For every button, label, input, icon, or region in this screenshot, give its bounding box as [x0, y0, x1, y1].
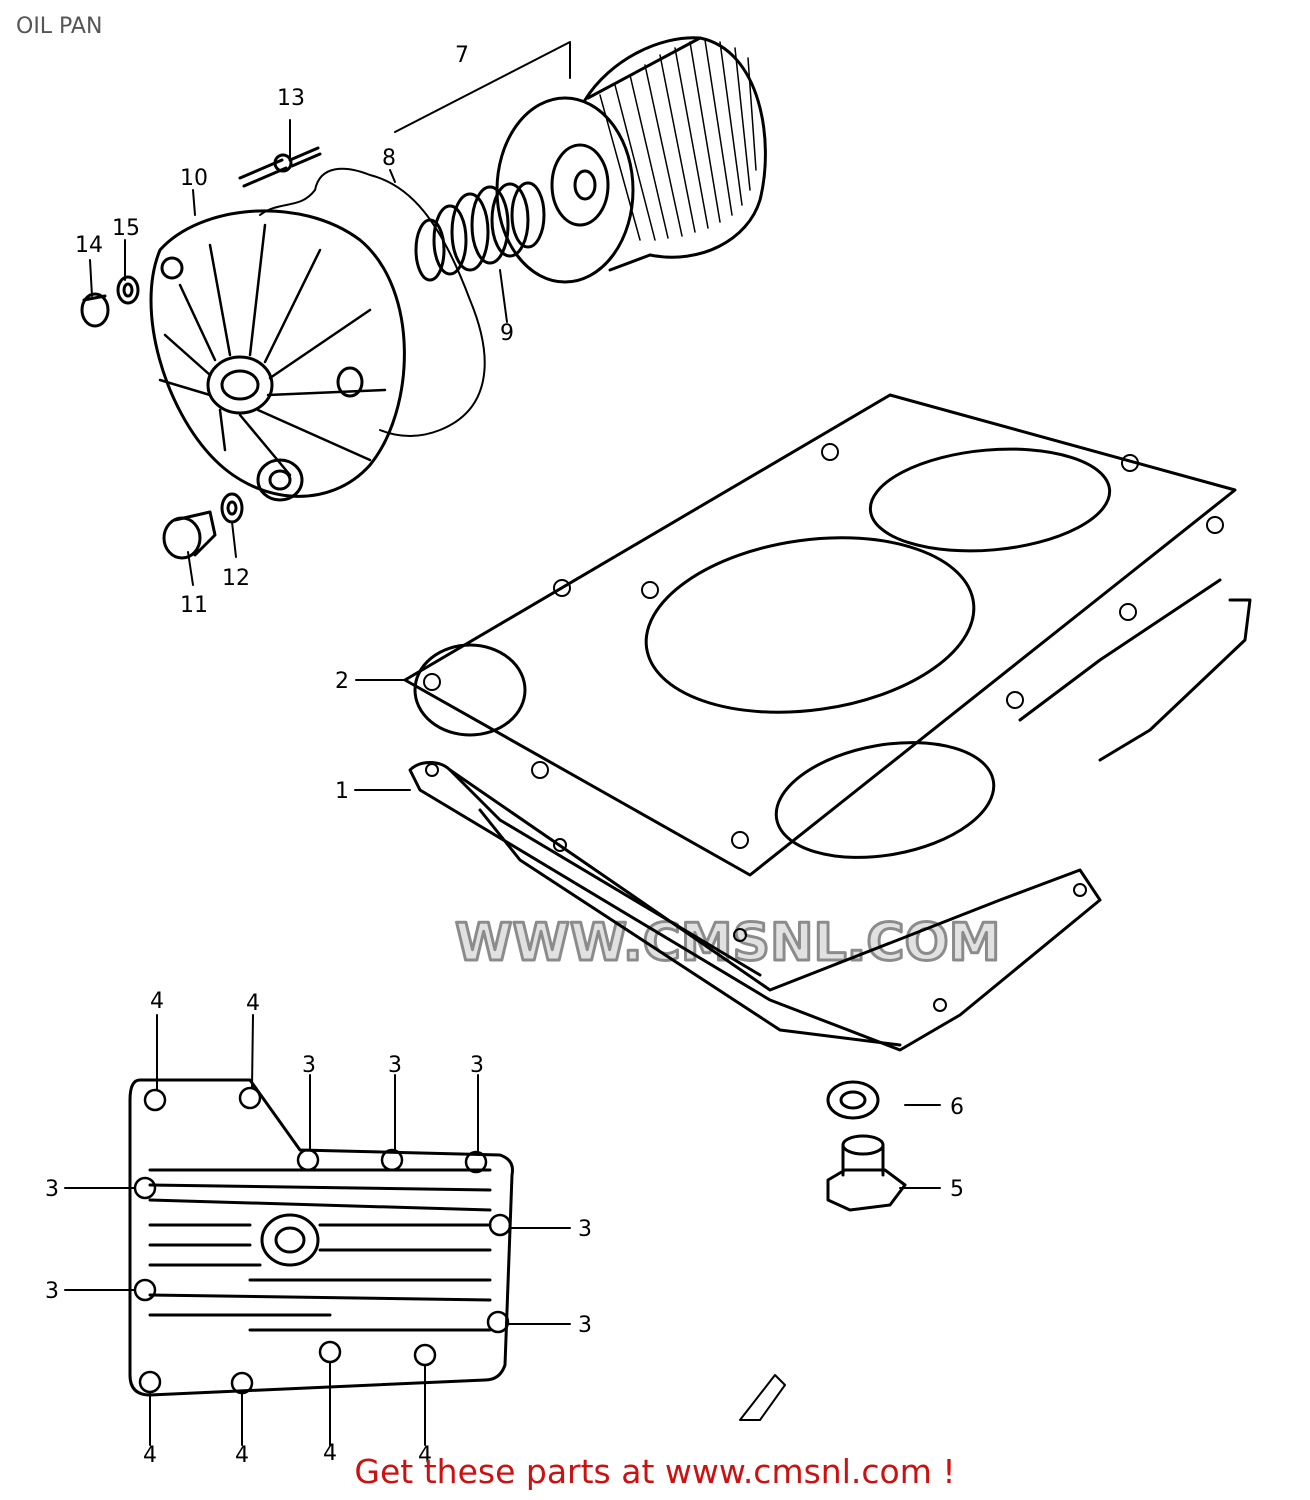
label-part-3-b: 3: [388, 1053, 402, 1078]
plug-14: [80, 292, 110, 328]
label-part-4-d: 4: [235, 1443, 249, 1468]
page-title: OIL PAN: [16, 14, 103, 39]
gasket: [403, 393, 1237, 877]
oil-pan: [408, 578, 1252, 1052]
label-part-13: 13: [277, 86, 305, 111]
bolt-11: [162, 510, 217, 560]
washer-6: [826, 1080, 880, 1120]
leader-lines: [64, 41, 941, 1446]
label-part-12: 12: [222, 566, 250, 591]
label-part-7: 7: [455, 43, 469, 68]
label-part-3-e: 3: [578, 1217, 592, 1242]
label-part-4-a: 4: [150, 989, 164, 1014]
drain-bolt-5: [826, 1134, 907, 1212]
label-part-3-d: 3: [45, 1177, 59, 1202]
watermark-text: WWW.CMSNL.COM: [455, 913, 1000, 973]
washer-15: [116, 275, 140, 305]
oil-filter: [495, 36, 767, 284]
label-part-9: 9: [500, 321, 514, 346]
label-part-2: 2: [335, 669, 349, 694]
label-part-3-c: 3: [470, 1053, 484, 1078]
label-part-1: 1: [335, 779, 349, 804]
label-part-3-f: 3: [45, 1279, 59, 1304]
washer-12: [220, 492, 244, 524]
o-ring: [259, 167, 486, 437]
direction-arrow: [739, 1374, 786, 1421]
label-part-14: 14: [75, 233, 103, 258]
oil-pan-bottom-view: [128, 1078, 514, 1397]
bolt-13: [238, 146, 322, 188]
label-part-10: 10: [180, 166, 208, 191]
label-part-11: 11: [180, 593, 208, 618]
label-part-4-c: 4: [143, 1443, 157, 1468]
label-part-3-g: 3: [578, 1313, 592, 1338]
label-part-6: 6: [950, 1095, 964, 1120]
label-part-4-b: 4: [246, 991, 260, 1016]
label-part-4-e: 4: [323, 1441, 337, 1466]
label-part-5: 5: [950, 1177, 964, 1202]
footer-link-text[interactable]: Get these parts at www.cmsnl.com !: [354, 1452, 956, 1491]
part-labels: 7 13 8 10 15 14 9 12 11 2 1 6 5 4 4 3 3 …: [45, 43, 964, 1468]
label-part-4-f: 4: [418, 1443, 432, 1468]
label-part-3-a: 3: [302, 1053, 316, 1078]
filter-cover: [149, 209, 406, 502]
label-part-8: 8: [382, 146, 396, 171]
label-part-15: 15: [112, 216, 140, 241]
